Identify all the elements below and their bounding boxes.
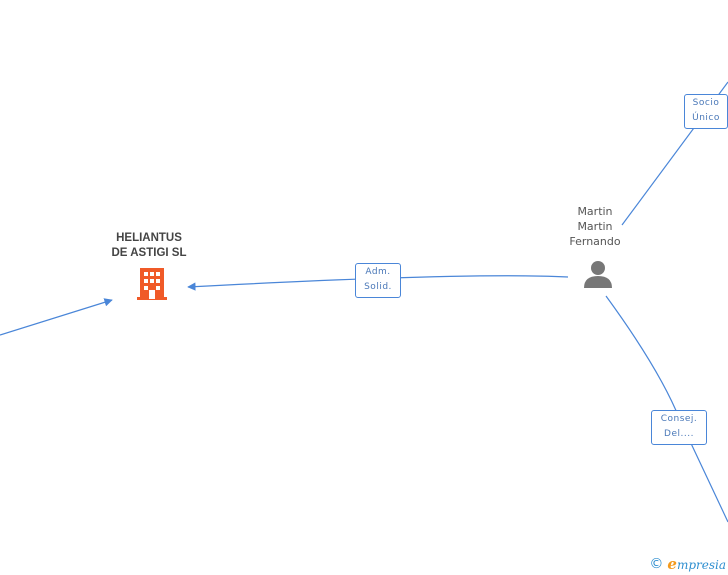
edge-label-socio-line2: Único: [692, 113, 720, 123]
person-name-line1: Martin: [577, 205, 613, 218]
edge-label-adm-line1: Adm.: [365, 267, 391, 277]
edge-label-socio-line1: Socio: [692, 98, 720, 108]
company-name-label[interactable]: HELIANTUS DE ASTIGI SL: [98, 231, 200, 261]
edge-consej-del: [605, 295, 728, 523]
edge-label-adm-solid[interactable]: Adm. Solid.: [355, 263, 401, 298]
person-name-label[interactable]: Martin Martin Fernando: [555, 204, 635, 249]
company-name-line1: HELIANTUS: [116, 232, 182, 244]
person-icon[interactable]: [584, 261, 612, 288]
company-name-line2: DE ASTIGI SL: [111, 247, 187, 259]
building-icon[interactable]: [137, 268, 167, 300]
edge-label-consej-line1: Consej.: [660, 414, 698, 424]
edge-label-consej-line2: Del....: [664, 429, 694, 439]
brand-logo: empresia: [667, 555, 726, 573]
copyright-icon: ©: [649, 556, 664, 572]
person-name-line3: Fernando: [569, 235, 621, 248]
edge-label-socio-unico[interactable]: Socio Único: [684, 94, 728, 129]
edge-incoming-left: [0, 298, 113, 336]
edge-label-consej-del[interactable]: Consej. Del....: [651, 410, 707, 445]
footer-brand[interactable]: © empresia: [649, 555, 726, 573]
person-name-line2: Martin: [577, 220, 613, 233]
edge-label-adm-line2: Solid.: [364, 282, 392, 292]
edge-adm-solid: [187, 275, 569, 291]
